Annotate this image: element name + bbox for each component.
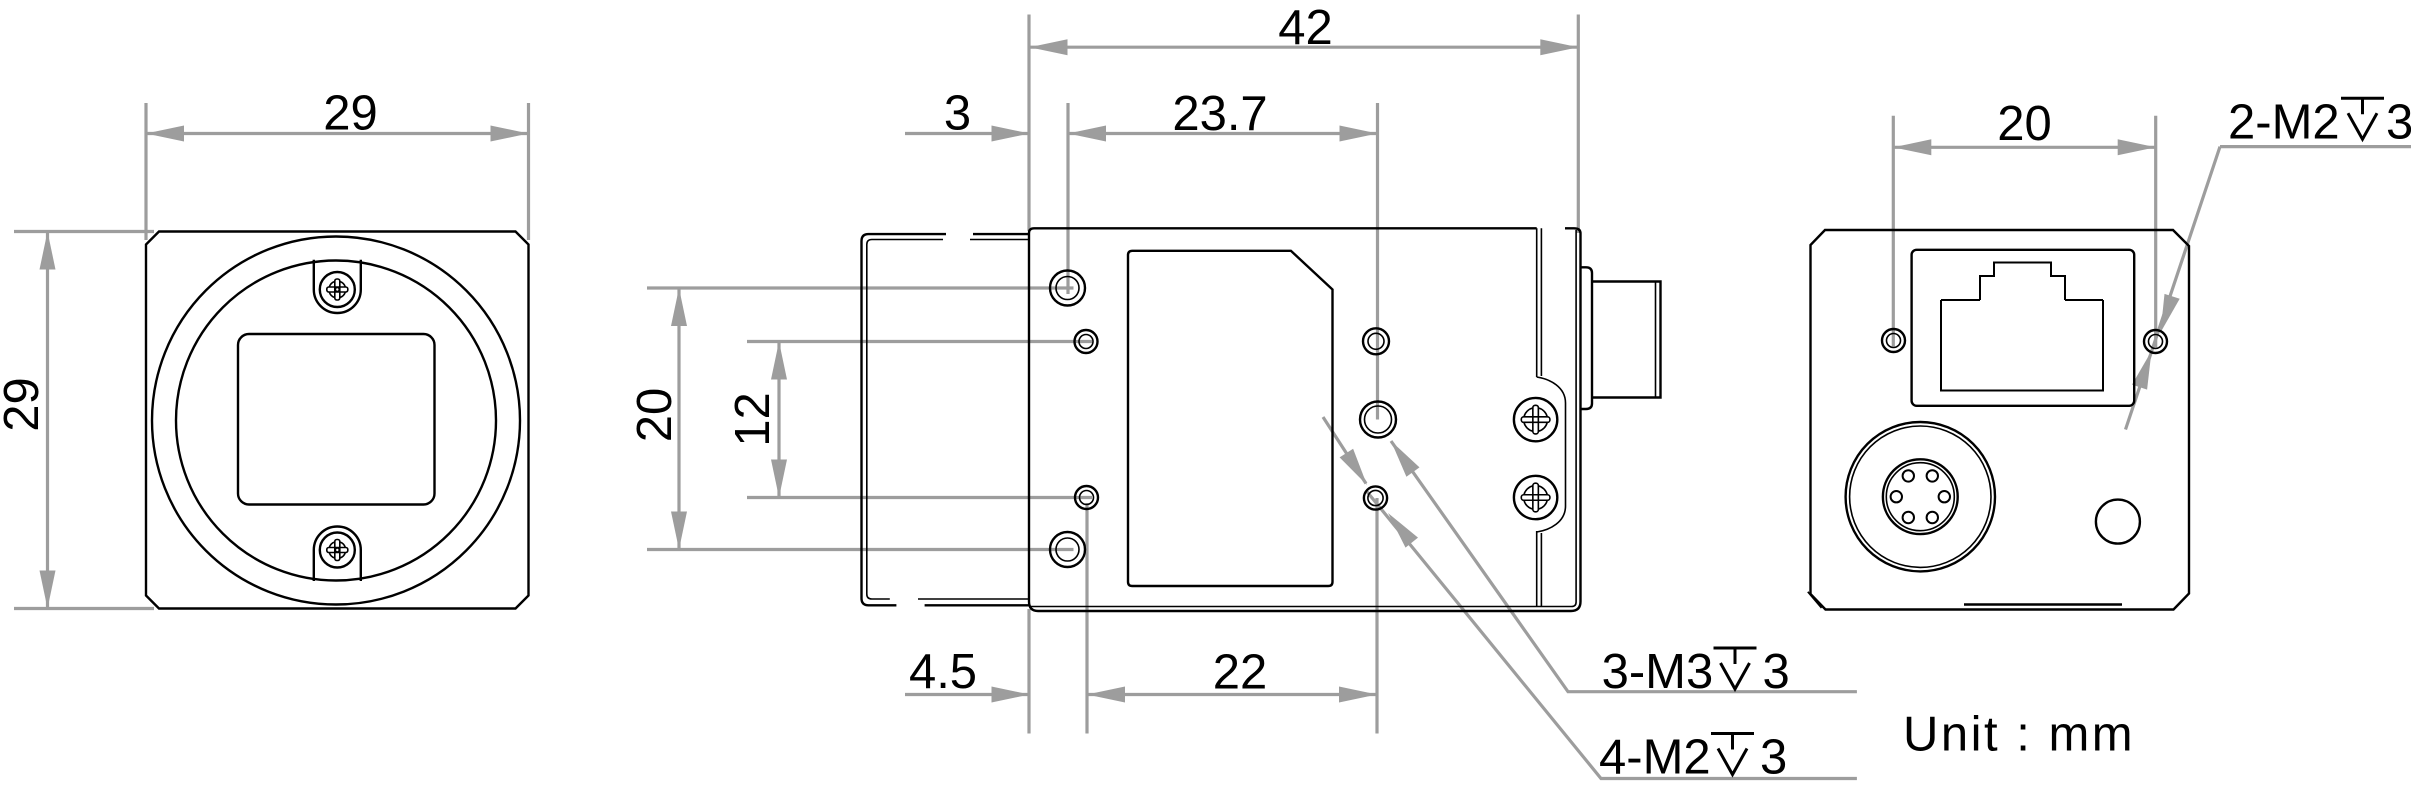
svg-text:20: 20 [1997, 97, 2052, 151]
svg-text:29: 29 [323, 87, 378, 141]
svg-text:3: 3 [2386, 95, 2411, 149]
svg-text:42: 42 [1278, 1, 1333, 55]
svg-text:3-M3: 3-M3 [1602, 645, 1714, 699]
svg-text:4.5: 4.5 [909, 645, 977, 699]
svg-text:3: 3 [1760, 731, 1787, 785]
svg-text:29: 29 [0, 377, 49, 432]
svg-text:22: 22 [1213, 646, 1268, 700]
svg-text:12: 12 [726, 392, 780, 447]
svg-text:20: 20 [628, 388, 682, 443]
svg-text:23.7: 23.7 [1172, 87, 1267, 141]
svg-text:Unit : mm: Unit : mm [1903, 708, 2135, 762]
svg-text:3: 3 [944, 87, 971, 141]
svg-text:4-M2: 4-M2 [1599, 731, 1711, 785]
svg-text:3: 3 [1763, 645, 1790, 699]
svg-text:2-M2: 2-M2 [2228, 95, 2340, 149]
